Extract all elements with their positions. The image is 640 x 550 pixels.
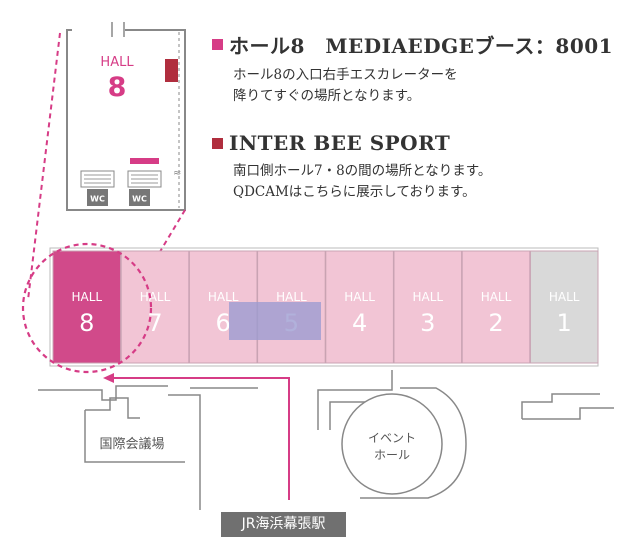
inter-bee-sport-area <box>229 302 321 340</box>
escalator-icon <box>80 170 115 188</box>
hall8-highlight-circle <box>21 242 153 374</box>
hall-8: HALL 8 <box>52 250 122 364</box>
restroom-icon: WC <box>129 189 150 206</box>
mediaedge-booth-marker <box>165 59 178 82</box>
hall-block <box>325 250 394 364</box>
halls-row: HALL8HALL7HALL6HALL5HALL4HALL3HALL2HALL1 <box>52 250 599 364</box>
hall8-inset: ≈ HALL 8 WC WC <box>66 22 186 211</box>
restroom-icon: WC <box>87 189 108 206</box>
section-title-inter-bee-sport: INTER BEE SPORT <box>229 131 451 155</box>
hall-block <box>52 250 122 364</box>
hall-label: HALL <box>140 290 171 304</box>
hall-label: HALL <box>412 290 443 304</box>
svg-text:WC: WC <box>90 195 105 204</box>
section-mediaedge: ホール8 MEDIAEDGEブース：8001 ホール8の入口右手エスカレーターを… <box>212 30 632 107</box>
hall-label: HALL <box>208 290 239 304</box>
hall-block <box>393 250 463 364</box>
hall-number: 1 <box>557 309 572 337</box>
hall-block <box>120 250 190 364</box>
hall-number: 7 <box>147 309 162 337</box>
hall-label: HALL <box>549 290 580 304</box>
inset-hall-label: HALL <box>100 55 134 70</box>
hall-2: HALL 2 <box>461 250 531 364</box>
inter-bee-sport-inset-marker <box>130 158 159 164</box>
route-arrow-head-icon <box>103 373 114 383</box>
hall-number: 8 <box>79 309 94 337</box>
hall-number: 4 <box>352 309 367 337</box>
station-label: JR海浜幕張駅 <box>221 512 346 537</box>
section-line: ホール8の入口右手エスカレーターを <box>233 67 458 83</box>
svg-text:WC: WC <box>132 195 147 204</box>
svg-text:≈: ≈ <box>173 168 181 179</box>
conference-hall-label: 国際会議場 <box>99 437 164 452</box>
hall-4: HALL 4 <box>325 250 394 364</box>
event-hall-label-line2: ホール <box>374 448 410 462</box>
hall-7: HALL 7 <box>120 250 190 364</box>
hall-label: HALL <box>481 290 512 304</box>
hall-1: HALL 1 <box>529 250 599 364</box>
section-line: QDCAMはこちらに展示しております。 <box>233 184 476 200</box>
inset-hall-number: 8 <box>108 72 127 103</box>
section-line: 南口側ホール7・8の間の場所となります。 <box>233 163 492 179</box>
escalator-icon <box>127 170 162 188</box>
hall-block <box>529 250 599 364</box>
event-hall-label-line1: イベント <box>368 431 416 445</box>
square-bullet-icon <box>212 39 223 50</box>
hall-number: 6 <box>216 309 231 337</box>
section-line: 降りてすぐの場所となります。 <box>233 88 421 104</box>
hall-block <box>461 250 531 364</box>
hall-number: 3 <box>420 309 435 337</box>
section-inter-bee-sport: INTER BEE SPORT 南口側ホール7・8の間の場所となります。 QDC… <box>212 131 632 203</box>
surrounding-buildings <box>38 370 614 510</box>
route-line <box>112 377 290 500</box>
hall-label: HALL <box>71 290 102 304</box>
hall-label: HALL <box>344 290 375 304</box>
hall-label: HALL <box>276 290 307 304</box>
hall-3: HALL 3 <box>393 250 463 364</box>
hall-number: 2 <box>488 309 503 337</box>
section-title-mediaedge: ホール8 MEDIAEDGEブース：8001 <box>229 34 614 58</box>
square-bullet-icon <box>212 137 223 149</box>
